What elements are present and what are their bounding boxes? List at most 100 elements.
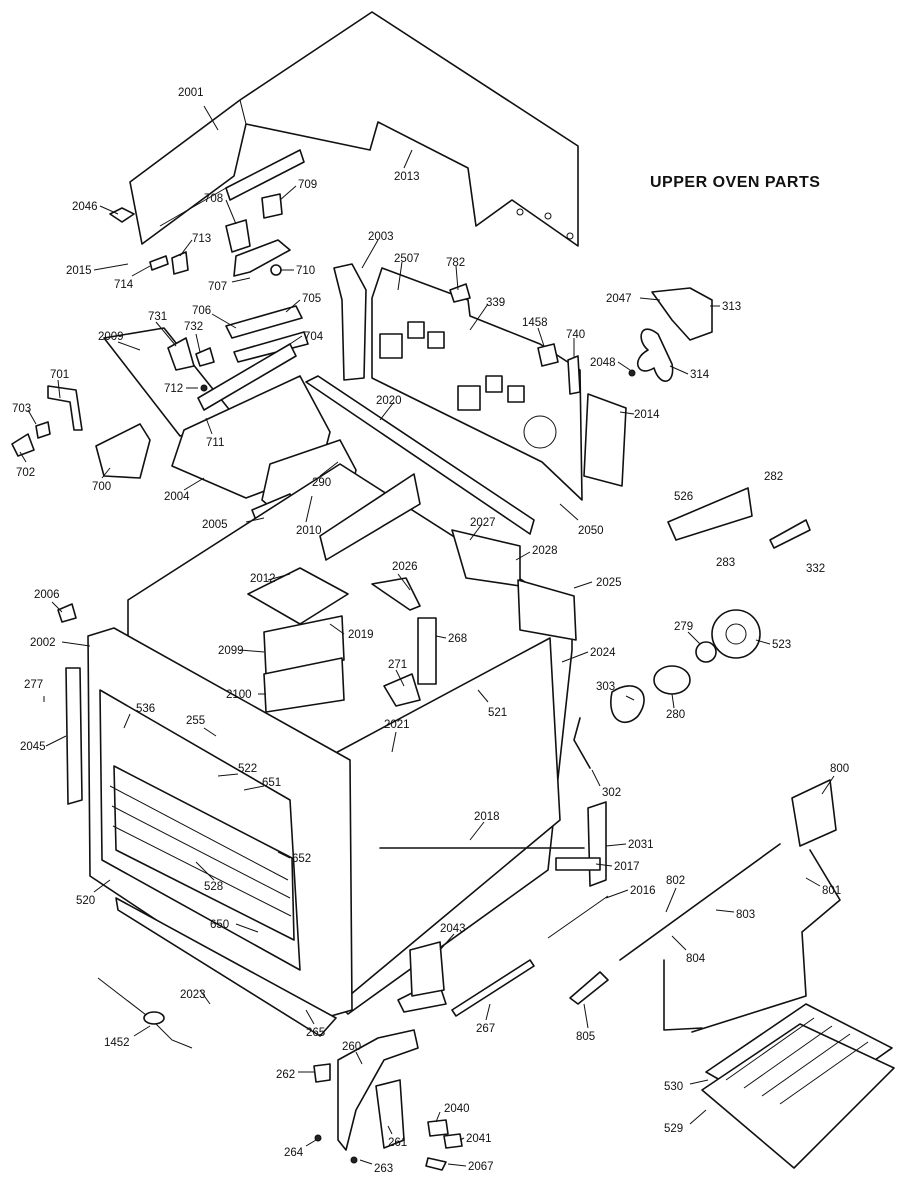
part-rods: [379, 801, 609, 1017]
part-broil-elements: [57, 567, 437, 713]
callout-2005: 2005: [202, 519, 228, 531]
callout-2047: 2047: [606, 293, 632, 305]
callout-707: 707: [208, 281, 227, 293]
callout-701: 701: [50, 369, 69, 381]
part-top-cover: [129, 11, 579, 247]
callout-2002: 2002: [30, 637, 56, 649]
diagram-title: UPPER OVEN PARTS: [650, 174, 821, 191]
callout-708: 708: [204, 193, 223, 205]
callout-2045: 2045: [20, 741, 46, 753]
callout-2050: 2050: [578, 525, 604, 537]
callout-711: 711: [206, 437, 224, 449]
callout-2040: 2040: [444, 1103, 470, 1115]
part-door-frame: [65, 627, 353, 1037]
callout-303: 303: [596, 681, 615, 693]
callout-2013: 2013: [394, 171, 420, 183]
part-right-accessories: [569, 487, 895, 1169]
callout-2004: 2004: [164, 491, 190, 503]
callout-2026: 2026: [392, 561, 418, 573]
callout-2009: 2009: [98, 331, 124, 343]
part-side-panel: [333, 263, 367, 381]
callout-801: 801: [822, 885, 841, 897]
callout-713: 713: [192, 233, 211, 245]
callout-802: 802: [666, 875, 685, 887]
callout-2027: 2027: [470, 517, 496, 529]
callout-277: 277: [24, 679, 43, 691]
callout-280: 280: [666, 709, 685, 721]
leader-lines: [19, 105, 835, 1167]
callout-523: 523: [772, 639, 791, 651]
callout-528: 528: [204, 881, 223, 893]
callout-339: 339: [486, 297, 505, 309]
callout-2046: 2046: [72, 201, 98, 213]
callout-803: 803: [736, 909, 755, 921]
part-control-board: [371, 267, 583, 501]
callout-260: 260: [342, 1041, 361, 1053]
callout-714: 714: [114, 279, 134, 291]
callout-2012: 2012: [250, 573, 276, 585]
callout-2025: 2025: [596, 577, 622, 589]
callout-2003: 2003: [368, 231, 394, 243]
callout-703: 703: [12, 403, 31, 415]
callout-282: 282: [764, 471, 783, 483]
callout-2099: 2099: [218, 645, 244, 657]
callout-536: 536: [136, 703, 155, 715]
callout-2015: 2015: [66, 265, 92, 277]
callout-2017: 2017: [614, 861, 640, 873]
callout-2020: 2020: [376, 395, 402, 407]
callout-800: 800: [830, 763, 849, 775]
callout-702: 702: [16, 467, 35, 479]
callout-261: 261: [388, 1137, 407, 1149]
callout-268: 268: [448, 633, 467, 645]
callout-2023: 2023: [180, 989, 206, 1001]
callout-704: 704: [304, 331, 324, 343]
callout-2043: 2043: [440, 923, 466, 935]
callout-2018: 2018: [474, 811, 500, 823]
callout-2031: 2031: [628, 839, 654, 851]
callout-314: 314: [690, 369, 710, 381]
callout-2006: 2006: [34, 589, 60, 601]
callout-700: 700: [92, 481, 111, 493]
callout-521: 521: [488, 707, 507, 719]
callout-2048: 2048: [590, 357, 616, 369]
callout-530: 530: [664, 1081, 683, 1093]
callout-650: 650: [210, 919, 229, 931]
callout-2016: 2016: [630, 885, 656, 897]
callout-710: 710: [296, 265, 315, 277]
callout-283: 283: [716, 557, 735, 569]
callout-709: 709: [298, 179, 317, 191]
callout-1458: 1458: [522, 317, 548, 329]
callout-731: 731: [148, 311, 167, 323]
callout-529: 529: [664, 1123, 683, 1135]
callout-782: 782: [446, 257, 465, 269]
callout-313: 313: [722, 301, 741, 313]
part-hinge-assembly: [97, 977, 463, 1171]
callout-263: 263: [374, 1163, 393, 1175]
callout-2019: 2019: [348, 629, 374, 641]
callout-2010: 2010: [296, 525, 322, 537]
callout-1452: 1452: [104, 1037, 130, 1049]
callout-262: 262: [276, 1069, 295, 1081]
callout-732: 732: [184, 321, 203, 333]
callout-2001: 2001: [178, 87, 204, 99]
callout-2014: 2014: [634, 409, 660, 421]
callout-265: 265: [306, 1027, 325, 1039]
callout-279: 279: [674, 621, 693, 633]
callout-2067: 2067: [468, 1161, 494, 1173]
callout-302: 302: [602, 787, 621, 799]
callout-705: 705: [302, 293, 321, 305]
callout-labels: 2001 2013 2046 708 709 2015 714 713 707 …: [12, 87, 849, 1175]
callout-2028: 2028: [532, 545, 558, 557]
part-left-controls: [11, 305, 309, 479]
callout-255: 255: [186, 715, 205, 727]
callout-520: 520: [76, 895, 95, 907]
callout-526: 526: [674, 491, 693, 503]
callout-522: 522: [238, 763, 257, 775]
callout-267: 267: [476, 1023, 495, 1035]
callout-805: 805: [576, 1031, 595, 1043]
callout-706: 706: [192, 305, 211, 317]
part-rail: [305, 375, 535, 535]
callout-2100: 2100: [226, 689, 252, 701]
